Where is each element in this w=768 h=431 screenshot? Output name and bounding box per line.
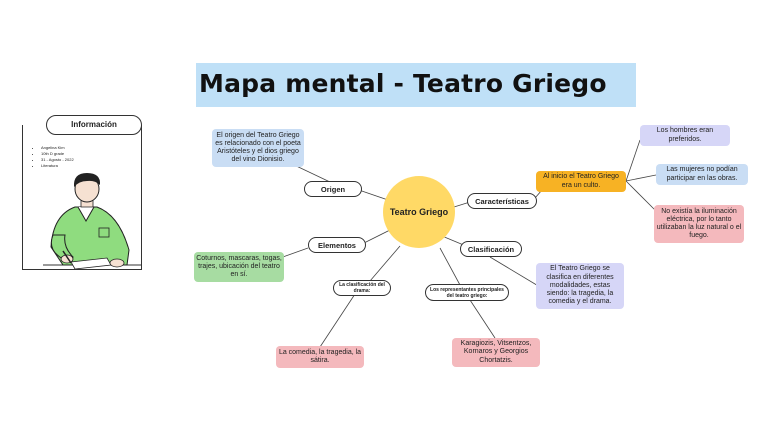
note-culto: Al inicio el Teatro Griego era un culto. [536, 171, 626, 192]
branch-elementos: Elementos [308, 237, 366, 253]
line-center-representantes [440, 248, 460, 285]
info-card: Angelina Kim 10th D grade 31 - Agosto - … [22, 125, 142, 270]
info-item: Literatura [41, 163, 74, 169]
note-drama: La comedia, la tragedia, la sátira. [276, 346, 364, 368]
line-representantes-note [470, 300, 495, 338]
note-clasificacion: El Teatro Griego se clasifica en diferen… [536, 263, 624, 309]
note-elementos: Coturnos, mascaras, togas, trajes, ubica… [194, 252, 284, 282]
note-origen: El origen del Teatro Griego es relaciona… [212, 129, 304, 167]
note-hombres: Los hombres eran preferidos. [640, 125, 730, 146]
line-drama-note [320, 294, 355, 347]
line-center-elementos [362, 230, 390, 244]
line-clasificacion-note [490, 257, 540, 287]
center-node: Teatro Griego [383, 176, 455, 248]
line-culto-iluminacion [626, 181, 655, 210]
branch-clasificacion: Clasificación [460, 241, 522, 257]
info-header: Información [46, 115, 142, 135]
note-mujeres: Las mujeres no podían participar en las … [656, 164, 748, 185]
line-culto-mujeres [626, 175, 656, 181]
branch-clasificacion-drama: La clasificación del drama: [333, 280, 391, 296]
branch-representantes: Los representantes principales del teatr… [425, 284, 509, 301]
line-culto-hombres [626, 140, 640, 181]
line-center-drama [370, 246, 400, 281]
note-iluminacion: No existía la iluminación eléctrica, por… [654, 205, 744, 243]
branch-origen: Origen [304, 181, 362, 197]
info-list: Angelina Kim 10th D grade 31 - Agosto - … [35, 145, 74, 169]
branch-caracteristicas: Características [467, 193, 537, 209]
note-representantes: Karagiozis, Vitsentzos, Kornaros y Georg… [452, 338, 540, 367]
line-elementos-note [280, 248, 308, 258]
